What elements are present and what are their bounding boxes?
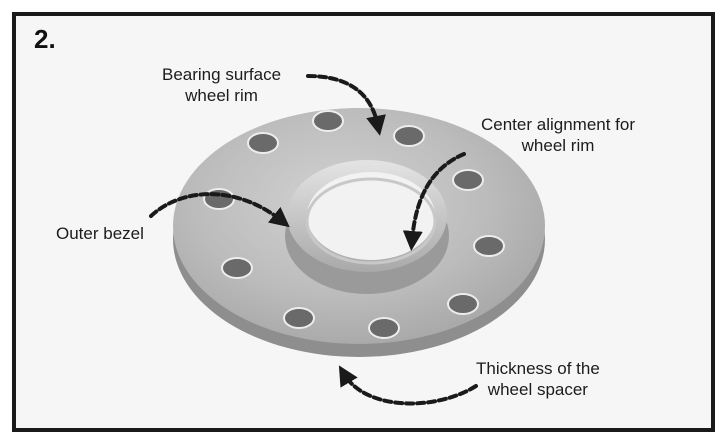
bearing-surface-label: Bearing surface wheel rim: [162, 65, 282, 105]
bolt-hole: [247, 132, 279, 154]
callout-arrows: [149, 74, 478, 406]
bolt-hole: [393, 125, 425, 147]
center-alignment-label: Center alignment for wheel rim: [481, 115, 636, 155]
wheel-spacer-illustration: [149, 74, 545, 406]
outer-bezel-arrow: [149, 192, 290, 228]
thickness-arrow: [338, 365, 478, 406]
center-alignment-arrow: [402, 152, 466, 251]
center-ring: [285, 160, 449, 294]
bolt-hole: [221, 257, 253, 279]
step-number: 2.: [34, 24, 56, 54]
outer-bezel-label: Outer bezel: [56, 224, 144, 243]
bolt-hole: [473, 235, 505, 257]
bolt-hole: [283, 307, 315, 329]
diagram-frame: 2.: [12, 12, 715, 432]
bolt-hole: [312, 110, 344, 132]
bolt-hole: [447, 293, 479, 315]
bolt-hole: [452, 169, 484, 191]
thickness-label: Thickness of the wheel spacer: [476, 359, 600, 399]
bolt-hole: [203, 188, 235, 210]
bolt-holes: [203, 110, 505, 339]
bearing-surface-arrow: [306, 74, 386, 136]
bolt-hole: [368, 317, 400, 339]
